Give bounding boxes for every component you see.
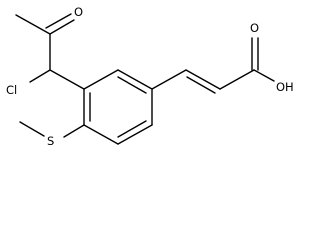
acrylic-acid-chain — [151, 37, 275, 94]
methyl-bond — [19, 121, 45, 137]
chloro-oxopropyl-group — [15, 13, 85, 90]
chain-bond — [151, 69, 187, 90]
alkene-bond — [185, 69, 221, 90]
ring-bond — [83, 124, 119, 145]
ring-bond — [117, 124, 153, 145]
chain-bond — [219, 69, 255, 90]
methyl-bond — [15, 14, 51, 35]
ring-double-bond — [117, 120, 147, 138]
ring-bond — [117, 69, 153, 90]
carbonyl-bond — [49, 19, 75, 35]
chlorine-label: Cl — [6, 83, 17, 97]
chemical-structure-diagram: O Cl S O OH — [6, 5, 294, 148]
carbonyl-double-bond — [45, 13, 72, 29]
ring-double-bond — [117, 76, 147, 94]
carbonyl-oxygen-label: O — [74, 5, 83, 19]
hydroxyl-label: OH — [276, 80, 294, 94]
hydroxyl-bond — [253, 69, 275, 82]
sulfur-bond — [63, 124, 85, 138]
alkene-double-bond — [186, 76, 216, 94]
chlorine-bond — [29, 69, 51, 83]
sulfur-label: S — [47, 134, 54, 148]
chain-bond — [49, 69, 85, 90]
benzene-ring — [83, 69, 153, 145]
acid-oxygen-label: O — [250, 21, 259, 35]
methylthio-group — [19, 121, 85, 138]
ring-bond — [83, 69, 119, 90]
